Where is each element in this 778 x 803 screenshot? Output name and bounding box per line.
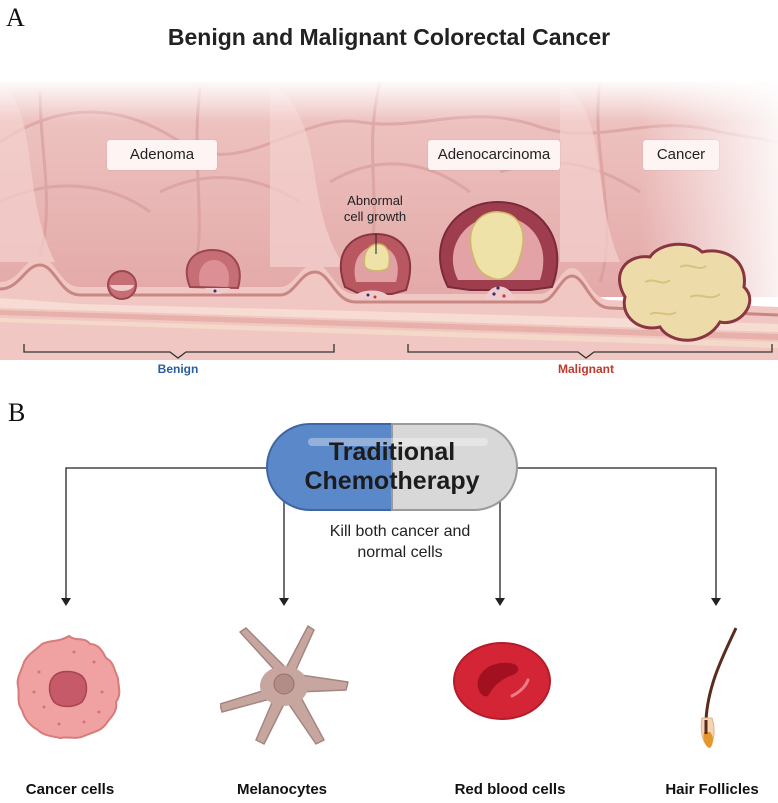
benign-label-text: Benign bbox=[157, 362, 199, 376]
panel-letter-b: B bbox=[8, 398, 26, 427]
stage-label-adenocarcinoma: Adenocarcinoma bbox=[428, 140, 560, 170]
benign-bracket bbox=[23, 344, 335, 359]
arrow-connectors bbox=[61, 467, 721, 606]
malignant-label-text: Malignant bbox=[558, 362, 614, 376]
pill-label: Traditional Chemotherapy bbox=[266, 438, 518, 496]
target-label-red-blood-cells: Red blood cells bbox=[454, 781, 566, 798]
cancer-cell-icon bbox=[16, 634, 121, 740]
annotation-line-1: Abnormal bbox=[347, 193, 403, 208]
target-label-hair-follicles: Hair Follicles bbox=[665, 781, 759, 798]
stage-label-adenoma: Adenoma bbox=[107, 140, 217, 170]
pill-label-line-2: Chemotherapy bbox=[304, 467, 480, 495]
panel-letter-a: A bbox=[6, 3, 25, 32]
target-label-melanocytes: Melanocytes bbox=[236, 781, 328, 798]
chemo-effect-text: Kill both cancer and normal cells bbox=[300, 521, 500, 563]
melanocyte-icon bbox=[220, 625, 349, 745]
abnormal-growth-annotation: Abnormal cell growth bbox=[330, 193, 420, 225]
red-blood-cell-icon bbox=[453, 642, 551, 720]
hair-follicle-icon bbox=[700, 627, 738, 748]
malignant-label: Malignant bbox=[536, 362, 636, 376]
chemotherapy-pill-icon bbox=[266, 423, 518, 511]
diagram-title: Benign and Malignant Colorectal Cancer bbox=[167, 24, 611, 50]
colon-illustration bbox=[0, 82, 778, 360]
annotation-line-2: cell growth bbox=[343, 209, 407, 224]
effect-line-2: normal cells bbox=[357, 544, 443, 561]
pill-label-line-1: Traditional bbox=[328, 438, 456, 466]
target-label-cancer-cells: Cancer cells bbox=[25, 781, 115, 798]
stage-label-cancer: Cancer bbox=[643, 140, 719, 170]
benign-label: Benign bbox=[128, 362, 228, 376]
effect-line-1: Kill both cancer and bbox=[329, 523, 471, 540]
malignant-bracket bbox=[407, 344, 773, 359]
